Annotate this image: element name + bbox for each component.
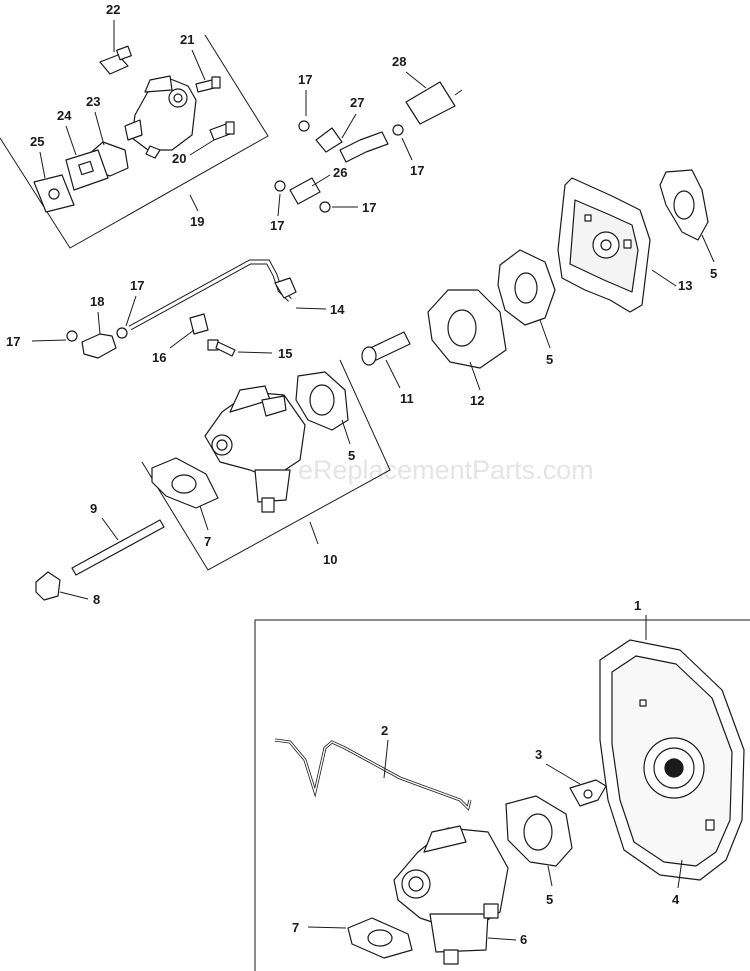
clamp-17-a [298,120,310,132]
clamp-17-d [116,327,128,339]
callout-19: 19 [190,214,204,229]
gasket-7-kit [347,917,413,959]
callout-6: 6 [520,932,527,947]
callout-14: 14 [330,302,345,317]
plate-25 [33,174,75,213]
callout-8: 8 [93,592,100,607]
fuel-pump [124,75,197,159]
callout-7-carb: 7 [204,534,211,549]
stud-9 [71,519,165,576]
callout-1: 1 [634,598,641,613]
clip-16 [189,313,209,335]
callout-4: 4 [672,892,680,907]
watermark-text: eReplacementParts.com [298,455,594,485]
bracket-3 [569,779,607,807]
clamp-17-c [66,330,78,342]
callout-5-mid: 5 [546,352,553,367]
gasket-5-carb [295,371,349,431]
screw-20 [209,121,235,141]
callout-23: 23 [86,94,100,109]
gasket-24 [65,149,109,191]
fuel-hose-27 [315,127,389,163]
callout-10: 10 [323,552,337,567]
carburetor-group-box [141,359,391,571]
callout-5-kit: 5 [546,892,553,907]
callout-17-right: 17 [410,163,424,178]
callout-16: 16 [152,350,166,365]
callout-13: 13 [678,278,692,293]
callout-3: 3 [535,747,542,762]
callout-28: 28 [392,54,406,69]
carburetor-6 [393,825,509,965]
callout-11: 11 [400,391,414,406]
screw-21 [195,76,221,93]
carburetor-upper [204,385,306,513]
callout-5-right: 5 [710,266,717,281]
callout-15: 15 [278,346,292,361]
callout-22: 22 [106,2,120,17]
callout-17-far-left: 17 [6,334,20,349]
callout-5-carb: 5 [348,448,355,463]
gasket-7-carb [151,457,219,509]
callout-18: 18 [90,294,104,309]
air-cleaner-base-4 [599,639,745,881]
callout-27: 27 [350,95,364,110]
callout-17-upper: 17 [130,278,144,293]
callout-9: 9 [90,501,97,516]
callout-20: 20 [172,151,186,166]
fuel-pump-group-box [0,34,269,249]
fuel-hose-26 [274,177,331,213]
air-cleaner-base-13 [557,177,651,313]
callout-25: 25 [30,134,44,149]
callout-2: 2 [381,723,388,738]
callout-7-kit: 7 [292,920,299,935]
throttle-rod-2 [274,738,472,811]
spacer-12 [427,289,507,369]
callout-17-left: 17 [270,218,284,233]
nut-8 [35,571,61,601]
stud-11 [361,331,411,366]
gasket-5-upper [497,249,556,326]
fitting-22 [99,45,132,75]
fuel-filter-28 [405,81,463,125]
hose-18 [81,333,117,359]
callout-17-top: 17 [298,72,312,87]
callout-12: 12 [470,393,484,408]
callout-17-mid: 17 [362,200,376,215]
kit-box [254,619,750,971]
gasket-5-kit [505,795,573,867]
gasket-5-top-right [659,169,709,241]
clamp-17-b [392,124,404,136]
callout-21: 21 [180,32,194,47]
fuel-line-14 [128,259,297,331]
callout-24: 24 [57,108,72,123]
screw-15 [207,339,236,357]
callout-26: 26 [333,165,347,180]
